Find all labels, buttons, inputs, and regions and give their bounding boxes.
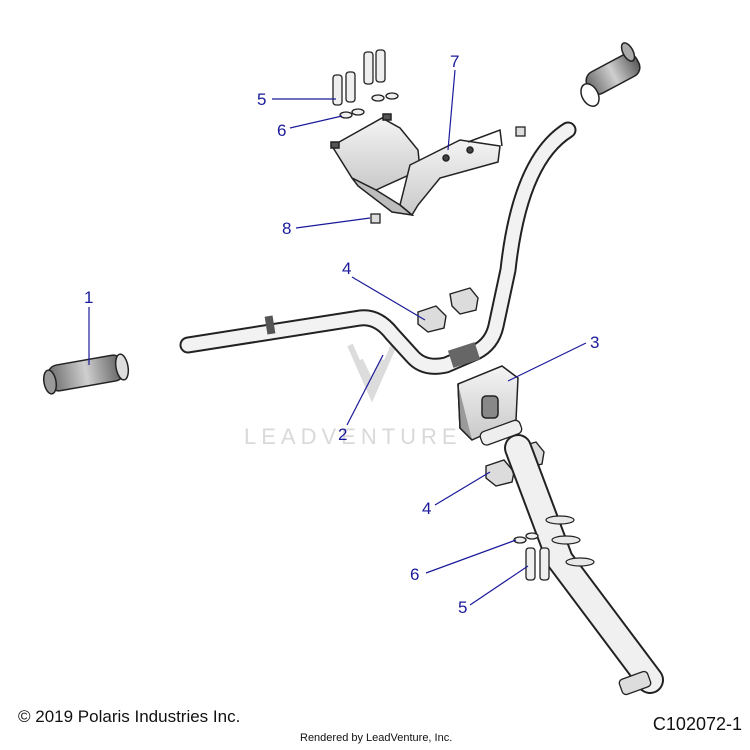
callout-1: 1	[84, 288, 94, 307]
steering-post	[479, 419, 664, 696]
copyright-text: © 2019 Polaris Industries Inc.	[18, 707, 241, 726]
nut-small	[515, 126, 526, 137]
clamp-upper	[417, 287, 479, 333]
bolts-lower	[513, 532, 550, 581]
callout-2: 2	[338, 425, 348, 444]
callout-6-upper: 6	[277, 121, 287, 140]
watermark-logo	[347, 343, 397, 403]
callout-5-upper: 5	[257, 90, 267, 109]
figure-id: C102072-1	[652, 714, 742, 734]
riser-clamp	[457, 365, 519, 441]
callout-4-upper: 4	[342, 259, 352, 278]
callout-8: 8	[282, 219, 292, 238]
grip-left	[42, 353, 130, 395]
callout-7: 7	[450, 52, 460, 71]
leader-lines	[88, 69, 587, 606]
watermark-text: LEADVENTURE	[244, 424, 462, 449]
callout-3: 3	[590, 333, 600, 352]
callout-6-lower: 6	[410, 565, 420, 584]
mount-bracket	[330, 113, 503, 217]
rendered-by-text: Rendered by LeadVenture, Inc.	[300, 732, 453, 744]
nut-upper	[370, 213, 381, 224]
bolts-upper	[332, 49, 399, 119]
grip-right	[580, 42, 641, 107]
callout-5-lower: 5	[458, 598, 468, 617]
handlebar	[179, 121, 577, 375]
callout-4-lower: 4	[422, 499, 432, 518]
